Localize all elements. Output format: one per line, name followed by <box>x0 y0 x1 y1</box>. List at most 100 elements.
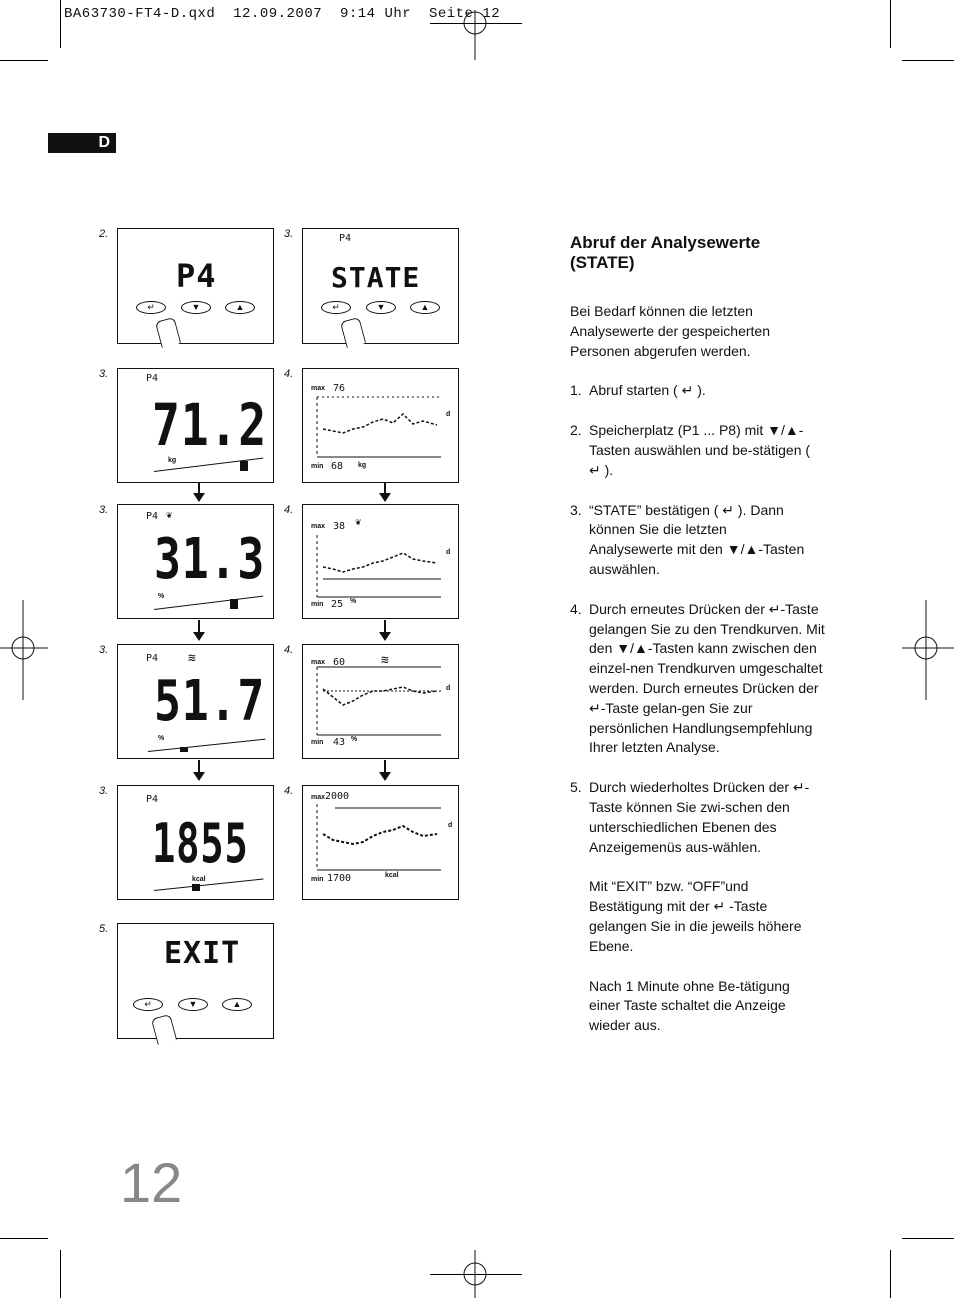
lcd-panel-water: P4 ≋ 51.7 % <box>117 644 274 759</box>
registration-mark-bottom <box>463 1250 487 1298</box>
up-button[interactable]: ▲ <box>222 998 252 1011</box>
crop-mark <box>60 0 61 48</box>
min-label: min <box>311 876 324 883</box>
trend-panel-kcal: max 2000 min 1700 kcal d <box>302 785 459 900</box>
page-number: 12 <box>120 1151 183 1214</box>
days-label: d <box>446 411 451 418</box>
list-item-number: 1. <box>570 382 582 399</box>
min-label: min <box>311 601 324 608</box>
lcd-panel-state: P4 STATE ↵ ▼ ▲ <box>302 228 459 349</box>
language-tab: D <box>48 133 116 153</box>
crop-mark <box>430 23 522 24</box>
lcd-profile: P4 <box>339 233 352 244</box>
print-file-header: BA63730-FT4-D.qxd 12.09.2007 9:14 Uhr Se… <box>64 6 501 22</box>
trend-chart <box>316 666 441 736</box>
max-value: 60 <box>333 657 346 668</box>
hand-icon <box>150 1013 178 1046</box>
indicator-marker <box>192 884 200 891</box>
step-number: 3. <box>99 368 109 380</box>
enter-button[interactable]: ↵ <box>136 301 166 314</box>
up-button[interactable]: ▲ <box>410 301 440 314</box>
indicator-marker <box>240 461 248 471</box>
list-item: 5.Durch wiederholtes Drücken der ↵-Taste… <box>570 778 825 857</box>
list-item: 1. Abruf starten ( ↵ ). <box>570 381 820 401</box>
water-icon: ≋ <box>188 651 196 666</box>
step-number: 3. <box>99 785 109 797</box>
lcd-profile: P4 <box>146 511 159 522</box>
lcd-profile: P4 <box>146 794 159 805</box>
step-number: 4. <box>284 785 294 797</box>
list-item-text: Speicherplatz (P1 ... P8) mit ▼/▲-Tasten… <box>589 422 811 478</box>
min-value: 1700 <box>327 873 352 884</box>
unit-label: kcal <box>192 876 206 883</box>
flow-arrow-head <box>379 632 391 641</box>
exit-paragraph: Mit “EXIT” bzw. “OFF”und Bestätigung mit… <box>589 878 802 954</box>
crop-mark <box>0 1238 48 1239</box>
lcd-panel-p4: P4 ↵ ▼ ▲ <box>117 228 274 349</box>
trend-panel-weight: max 76 min 68 kg d <box>302 368 459 483</box>
flow-arrow <box>384 760 386 772</box>
list-item-number: 5. <box>570 779 582 796</box>
lcd-value: 51.7 <box>154 669 266 734</box>
trend-chart <box>316 535 441 598</box>
list-item-number: 4. <box>570 600 582 617</box>
enter-button[interactable]: ↵ <box>133 998 163 1011</box>
down-button[interactable]: ▼ <box>181 301 211 314</box>
list-item: 4.Durch erneutes Drücken der ↵-Taste gel… <box>570 600 825 758</box>
up-button[interactable]: ▲ <box>225 301 255 314</box>
days-label: d <box>448 822 453 829</box>
min-value: 68 <box>331 461 344 472</box>
crop-mark <box>890 0 891 48</box>
lcd-panel-weight: P4 71.2 kg <box>117 368 274 483</box>
up-icon: ▲ <box>420 302 430 312</box>
flow-arrow-head <box>193 632 205 641</box>
flow-arrow-head <box>193 772 205 781</box>
indicator-marker <box>180 747 188 752</box>
crop-mark <box>902 1238 954 1239</box>
days-label: d <box>446 549 451 556</box>
unit-label: % <box>158 593 165 600</box>
hand-icon <box>339 316 367 349</box>
days-label: d <box>446 685 451 692</box>
enter-icon: ↵ <box>144 999 152 1009</box>
crop-mark <box>902 60 954 61</box>
enter-button[interactable]: ↵ <box>321 301 351 314</box>
unit-label: kg <box>358 462 367 469</box>
water-icon: ≋ <box>381 653 389 668</box>
lcd-panel-exit: EXIT ↵ ▼ ▲ <box>117 923 274 1046</box>
max-label: max <box>311 659 326 666</box>
max-value: 38 <box>333 521 346 532</box>
step-number: 4. <box>284 504 294 516</box>
flow-arrow <box>198 483 200 493</box>
max-label: max <box>311 794 326 801</box>
registration-mark-right <box>902 600 954 700</box>
down-icon: ▼ <box>376 302 386 312</box>
lcd-profile: P4 <box>146 373 159 384</box>
down-button[interactable]: ▼ <box>178 998 208 1011</box>
flow-arrow <box>198 620 200 632</box>
max-value: 76 <box>333 383 346 394</box>
lcd-profile: P4 <box>146 653 159 664</box>
hand-icon <box>154 316 182 349</box>
lcd-value: 1855 <box>152 812 249 875</box>
max-label: max <box>311 385 326 392</box>
unit-label: kcal <box>385 872 399 879</box>
flow-arrow <box>384 483 386 493</box>
indicator-line <box>153 595 264 610</box>
up-icon: ▲ <box>235 302 245 312</box>
crop-mark <box>60 1250 61 1298</box>
section-title: Abruf der Analysewerte (STATE) <box>570 233 761 272</box>
max-label: max <box>311 523 326 530</box>
list-item-text: Abruf starten ( ↵ ). <box>589 382 706 399</box>
down-button[interactable]: ▼ <box>366 301 396 314</box>
list-item-number: 3. <box>570 501 582 518</box>
auto-off-paragraph: Nach 1 Minute ohne Be-tätigung einer Tas… <box>589 977 790 1034</box>
list-item: 3.“STATE” bestätigen ( ↵ ). Dann können … <box>570 501 811 580</box>
enter-icon: ↵ <box>332 302 340 312</box>
indicator-line <box>153 878 264 891</box>
crop-mark <box>890 1250 891 1298</box>
flow-arrow <box>198 760 200 772</box>
flow-arrow <box>384 620 386 632</box>
lcd-text: STATE <box>331 261 421 294</box>
step-number: 3. <box>284 228 294 240</box>
